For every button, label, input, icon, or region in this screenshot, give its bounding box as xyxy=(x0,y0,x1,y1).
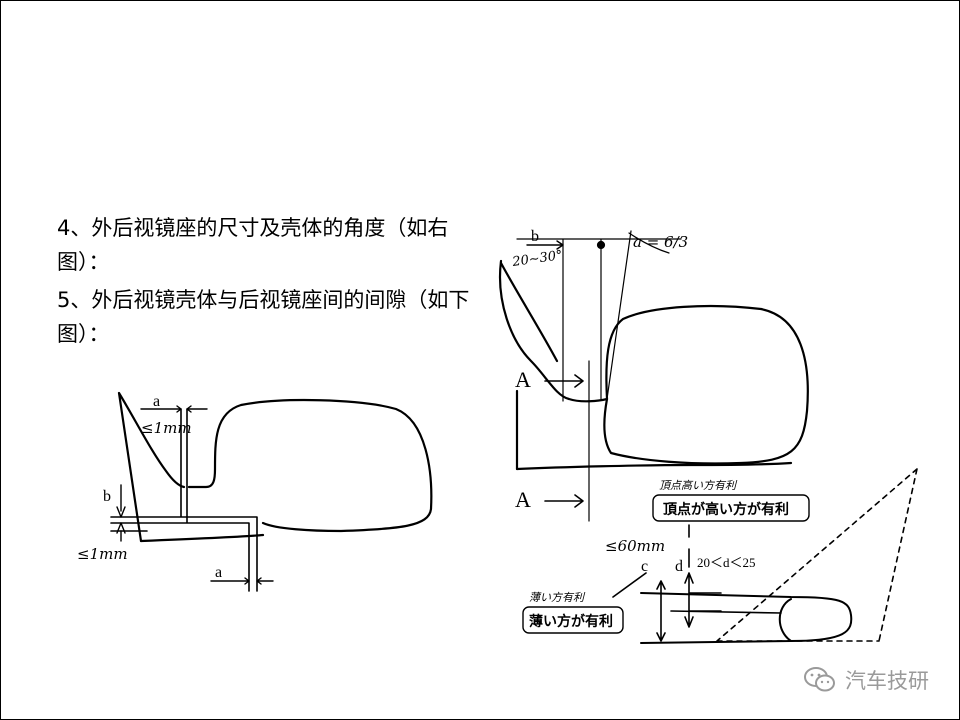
callout-top-text: 頂点が高い方が有利 xyxy=(663,501,789,518)
callout-top-box xyxy=(652,494,810,522)
left-dim-b xyxy=(116,484,126,542)
right-label-A-lower: A xyxy=(515,487,531,512)
section-shape xyxy=(640,592,853,644)
left-label-gap-left: ≤1mm xyxy=(77,545,128,563)
left-dim-a-bottom xyxy=(210,577,274,585)
right-base-outline xyxy=(499,259,609,403)
left-label-a-top: a xyxy=(153,393,160,410)
left-housing-outline xyxy=(187,398,433,533)
callout-thin-box xyxy=(522,606,624,634)
left-base-outline xyxy=(117,391,186,543)
left-figure xyxy=(110,391,433,592)
right-arrow-upper xyxy=(544,374,584,388)
right-label-d-range: 20＜d＜25 xyxy=(697,555,756,570)
right-base-bottom xyxy=(515,461,793,471)
wechat-icon xyxy=(804,667,835,692)
right-label-c: c xyxy=(641,558,648,575)
callout-top-handwritten: 頂点高い方有利 xyxy=(659,479,738,492)
watermark-text: 汽车技研 xyxy=(845,669,929,693)
left-label-a-bottom: a xyxy=(215,564,222,581)
left-arm-lower xyxy=(139,533,265,543)
right-figure-section xyxy=(612,468,918,644)
watermark: 汽车技研 xyxy=(803,665,929,695)
right-label-max-height: ≤60mm xyxy=(605,537,665,555)
right-ref-dot xyxy=(596,240,606,250)
right-dim-b xyxy=(526,240,564,250)
left-label-b: b xyxy=(103,488,111,505)
right-label-d: d xyxy=(675,558,683,575)
left-dim-a-top xyxy=(140,405,208,413)
callout-thin-text: 薄い方が有利 xyxy=(529,613,613,630)
item5-text: 5、外后视镜壳体与后视镜座间的间隙（如下图）： xyxy=(57,288,470,346)
left-stalk xyxy=(110,408,258,592)
right-label-angle: 20~30° xyxy=(510,248,563,270)
section-dim-c xyxy=(656,580,666,642)
section-dim-d xyxy=(684,572,722,628)
right-base-back xyxy=(499,261,559,363)
section-leader-thin xyxy=(612,572,647,598)
callout-thin-handwritten: 薄い方有利 xyxy=(529,591,586,604)
section-mid-line xyxy=(670,610,782,614)
right-housing-outline xyxy=(603,304,809,465)
right-arrow-lower xyxy=(544,494,584,508)
right-label-b: b xyxy=(531,228,539,245)
right-label-a-eq: a = 6/3 xyxy=(633,233,688,251)
left-label-gap-top: ≤1mm xyxy=(141,419,192,437)
right-ref-lines xyxy=(516,230,682,522)
item4-text: 4、外后视镜座的尺寸及壳体的角度（如右图）： xyxy=(57,216,449,274)
right-label-A-upper: A xyxy=(515,367,531,392)
right-figure-top xyxy=(499,230,809,522)
